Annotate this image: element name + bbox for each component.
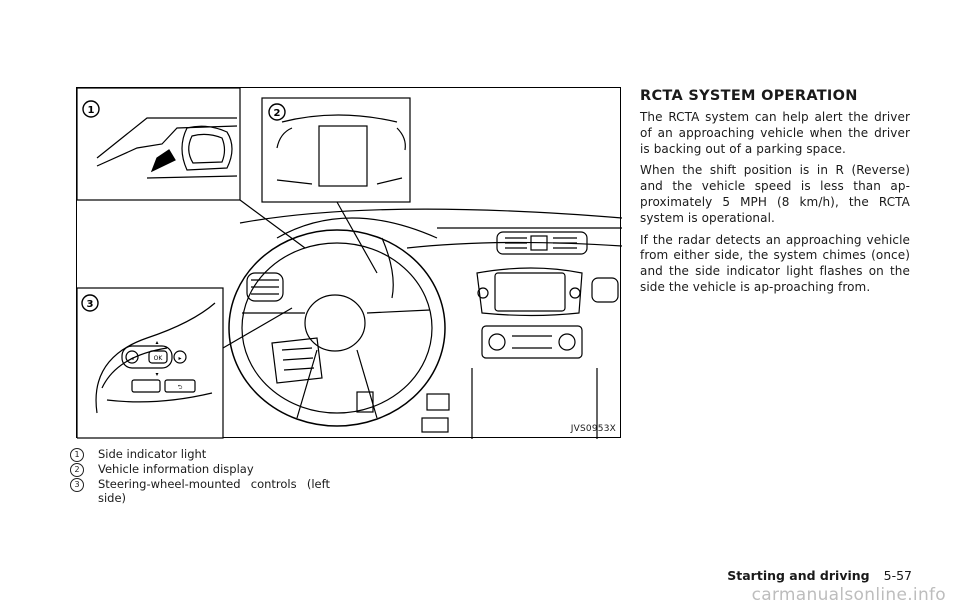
caption-text: Side indicator light bbox=[98, 447, 207, 461]
right-arrow-label: ▸ bbox=[178, 355, 181, 362]
callout-badges bbox=[81, 100, 286, 312]
callout-3: 3 bbox=[87, 299, 94, 310]
dashboard-drawing: 1 2 3 OK ◂ ▸ ▴ ▾ ⮌ bbox=[77, 88, 622, 439]
up-arrow-label: ▴ bbox=[155, 339, 158, 346]
callout-2: 2 bbox=[274, 108, 281, 119]
caption-item: 3 Steering-wheel-mounted controls (left … bbox=[70, 477, 330, 505]
figure-captions: 1 Side indicator light 2 Vehicle informa… bbox=[70, 447, 330, 505]
down-arrow-label: ▾ bbox=[155, 371, 158, 378]
left-arrow-label: ◂ bbox=[130, 355, 133, 362]
callout-1: 1 bbox=[88, 105, 95, 116]
caption-number: 3 bbox=[70, 478, 84, 492]
figure-code: JVS0953X bbox=[570, 424, 616, 434]
paragraph: If the radar detects an approaching vehi… bbox=[640, 232, 910, 294]
caption-item: 2 Vehicle information display bbox=[70, 462, 330, 477]
watermark: carmanualsonline.info bbox=[751, 585, 946, 605]
caption-item: 1 Side indicator light bbox=[70, 447, 330, 462]
dashboard-illustration: 1 2 3 OK ◂ ▸ ▴ ▾ ⮌ JVS0953X bbox=[76, 87, 622, 439]
caption-number: 2 bbox=[70, 463, 84, 477]
page-number: 5-57 bbox=[883, 568, 912, 583]
page-footer: Starting and driving 5-57 bbox=[727, 568, 912, 583]
ok-button-label: OK bbox=[154, 355, 164, 362]
back-button-label: ⮌ bbox=[178, 384, 183, 391]
footer-section-title: Starting and driving bbox=[727, 568, 870, 583]
section-heading: RCTA SYSTEM OPERATION bbox=[640, 88, 858, 104]
caption-text: Vehicle information display bbox=[98, 462, 254, 476]
paragraph: The RCTA system can help alert the drive… bbox=[640, 110, 910, 156]
caption-number: 1 bbox=[70, 448, 84, 462]
caption-text: Steering-wheel-mounted controls (left si… bbox=[98, 477, 330, 505]
paragraph: When the shift position is in R (Reverse… bbox=[640, 163, 910, 225]
rcta-section: RCTA SYSTEM OPERATION The RCTA system ca… bbox=[640, 88, 910, 302]
